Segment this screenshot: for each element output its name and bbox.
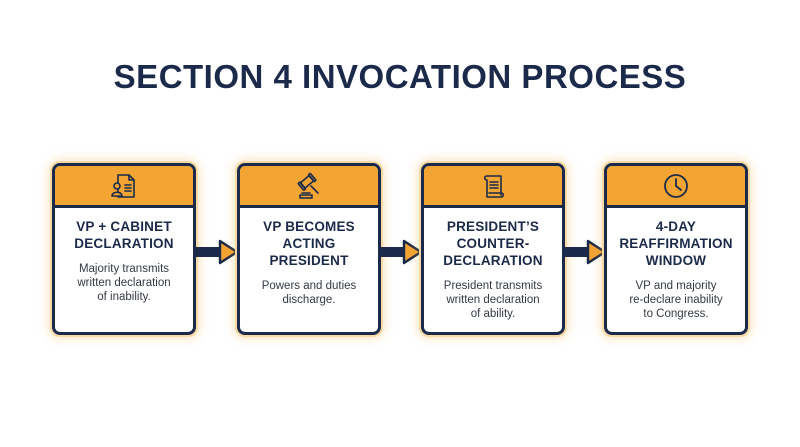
step-card-header: [424, 166, 562, 208]
step-description: Majority transmits written declaration o…: [77, 263, 171, 303]
step-card-2: VP BECOMES ACTING PRESIDENT Powers and d…: [237, 163, 381, 335]
step-card-header: [607, 166, 745, 208]
arrow-icon: [564, 239, 607, 265]
page-title: SECTION 4 INVOCATION PROCESS: [113, 58, 687, 95]
step-description: Powers and duties discharge.: [261, 280, 357, 306]
arrow-icon: [380, 239, 423, 265]
step-title: 4-DAY REAFFIRMATION WINDOW: [619, 219, 733, 268]
step-card-header: [55, 166, 193, 208]
step-description: VP and majority re-declare inability to …: [629, 280, 723, 320]
arrow-icon: [196, 239, 239, 265]
step-card-3: PRESIDENT’S COUNTER- DECLARATION Preside…: [421, 163, 565, 335]
step-card-1: VP + CABINET DECLARATION Majority transm…: [52, 163, 196, 335]
scroll-icon: [483, 174, 505, 198]
step-card-header: [240, 166, 378, 208]
person-document-icon: [111, 173, 135, 198]
step-title: VP + CABINET DECLARATION: [74, 219, 174, 251]
clock-icon: [664, 173, 688, 198]
gavel-icon: [297, 172, 319, 199]
step-title: PRESIDENT’S COUNTER- DECLARATION: [443, 219, 543, 268]
step-description: President transmits written declaration …: [443, 280, 543, 320]
step-card-4: 4-DAY REAFFIRMATION WINDOW VP and majori…: [604, 163, 748, 335]
step-title: VP BECOMES ACTING PRESIDENT: [263, 219, 355, 268]
